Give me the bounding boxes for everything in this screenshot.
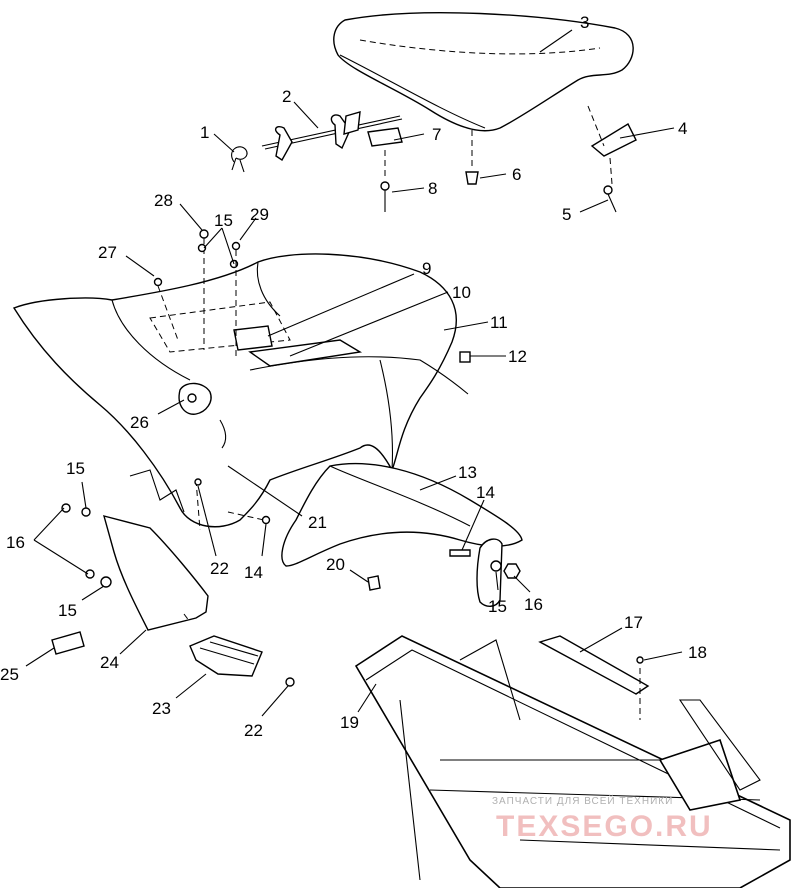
- fastener-29: [231, 241, 241, 356]
- fender-panel-10: [248, 339, 363, 367]
- callout-12: 12: [508, 347, 527, 366]
- callout-8: 8: [428, 179, 437, 198]
- callout-18: 18: [688, 643, 707, 662]
- latch-spring: [231, 146, 248, 173]
- mud-flap: [103, 515, 209, 631]
- clip-20: [367, 575, 381, 591]
- callout-9: 9: [422, 259, 431, 278]
- watermark-tagline: ЗАПЧАСТИ ДЛЯ ВСЕЙ ТЕХНИКИ: [492, 794, 673, 807]
- footrest: [189, 635, 263, 677]
- callout-14-left: 14: [244, 563, 263, 582]
- washer-15-right: [490, 560, 502, 572]
- rivet-18: [636, 656, 644, 664]
- latch-bracket: [367, 127, 403, 147]
- seat-bumper: [465, 130, 479, 185]
- fender-mount-bracket: [178, 382, 212, 415]
- fastener-5: [603, 185, 617, 213]
- callout-20: 20: [326, 555, 345, 574]
- callout-24: 24: [100, 653, 119, 672]
- callout-14-right: 14: [476, 483, 495, 502]
- callout-29: 29: [250, 205, 269, 224]
- nut-16-right: [503, 563, 521, 579]
- bolt-22-upper: [194, 478, 202, 486]
- fender-side-21: [129, 469, 265, 531]
- callout-5: 5: [562, 205, 571, 224]
- callout-16-left: 16: [6, 533, 25, 552]
- callout-13: 13: [458, 463, 477, 482]
- callout-2: 2: [282, 87, 291, 106]
- callout-21: 21: [308, 513, 327, 532]
- seat: [333, 11, 634, 132]
- frame-bracket: [538, 635, 650, 720]
- callout-27: 27: [98, 243, 117, 262]
- callout-23: 23: [152, 699, 171, 718]
- callout-15-left-upper: 15: [66, 459, 85, 478]
- callout-labels: 1 2 3 4 5 6 7 8 9 10 11 12 13 14 14 15 1…: [0, 13, 707, 740]
- watermark: ЗАПЧАСТИ ДЛЯ ВСЕЙ ТЕХНИКИ TEXSEGO.RU: [492, 794, 713, 843]
- callout-15-top: 15: [214, 211, 233, 230]
- bolt-14-left: [261, 515, 271, 525]
- callout-22-upper: 22: [210, 559, 229, 578]
- bolt-22-lower: [285, 677, 295, 687]
- frame: [354, 635, 791, 888]
- callout-25: 25: [0, 665, 19, 684]
- callout-16-right: 16: [524, 595, 543, 614]
- bracket-right: [476, 538, 503, 607]
- callout-15-left-lower: 15: [58, 601, 77, 620]
- callout-17: 17: [624, 613, 643, 632]
- callout-22-lower: 22: [244, 721, 263, 740]
- bolt-14-right: [449, 549, 471, 557]
- callout-4: 4: [678, 119, 687, 138]
- fender-clip: [459, 351, 471, 363]
- fastener-27: [153, 277, 179, 341]
- callout-15-right: 15: [488, 597, 507, 616]
- callout-19: 19: [340, 713, 359, 732]
- callout-28: 28: [154, 191, 173, 210]
- callout-26: 26: [130, 413, 149, 432]
- fastener-28: [199, 229, 209, 350]
- callout-3: 3: [580, 13, 589, 32]
- mud-flap-plate: [51, 631, 85, 655]
- nut-16-left-bottom: [85, 569, 112, 588]
- callout-6: 6: [512, 165, 521, 184]
- callout-10: 10: [452, 283, 471, 302]
- fender-panel-9: [233, 325, 273, 351]
- leader-lines: [25, 29, 683, 717]
- side-panel: [281, 462, 523, 567]
- seat-rear-bracket: [587, 105, 637, 185]
- fastener-8: [380, 150, 390, 212]
- callout-7: 7: [432, 125, 441, 144]
- seat-latch: [261, 111, 403, 162]
- callout-11: 11: [490, 313, 508, 332]
- callout-1: 1: [200, 123, 209, 142]
- watermark-logo: TEXSEGO.RU: [496, 810, 713, 843]
